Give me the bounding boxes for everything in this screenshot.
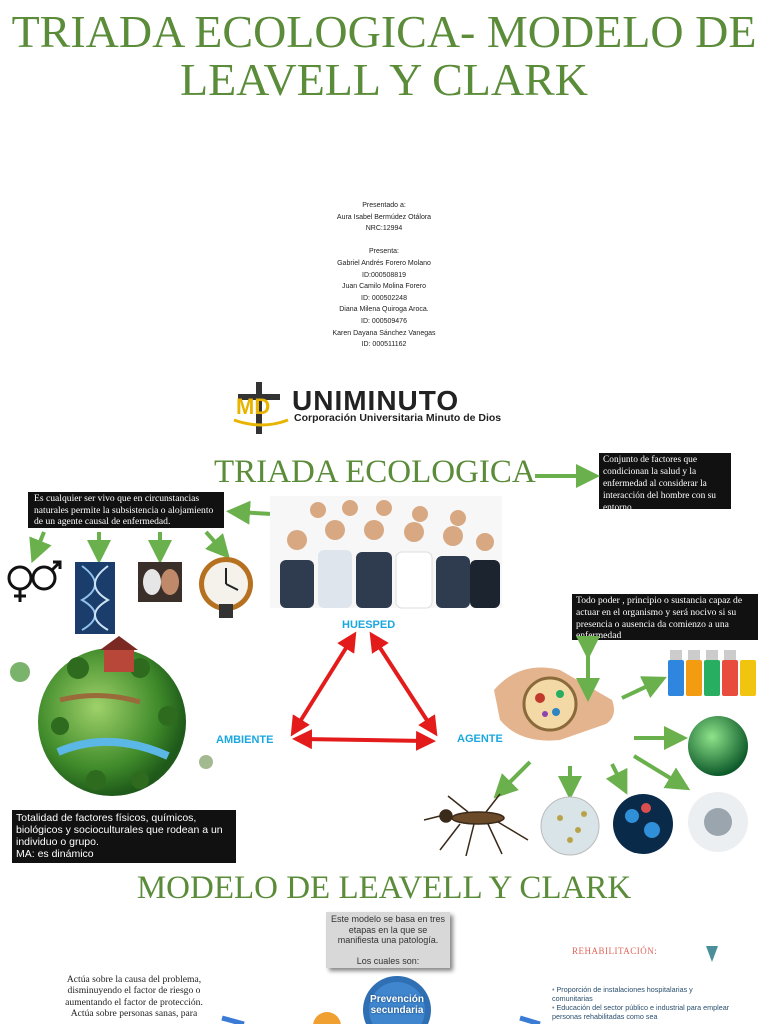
credit-line: Karen Dayana Sánchez Vanegas	[332, 329, 436, 337]
secondary-prevention-label: Prevención secundaria	[370, 994, 424, 1016]
people-group-image	[270, 496, 502, 609]
credits-block: Presentado a: Aura Isabel Bermúdez Otálo…	[284, 200, 484, 351]
credit-line: ID:000508819	[362, 271, 406, 279]
chemical-bottles-image	[668, 650, 756, 696]
credit-line: Diana Milena Quiroga Aroca.	[339, 306, 429, 314]
leavell-title: MODELO DE LEAVELL Y CLARK	[136, 870, 632, 906]
ecological-triangle	[290, 631, 438, 751]
uniminuto-logo: MD UNIMINUTO Corporación Universitaria M…	[233, 382, 501, 434]
credit-line: Presenta:	[369, 248, 399, 256]
gender-icon	[7, 560, 62, 602]
cells-image	[613, 794, 673, 854]
virus-image	[688, 792, 748, 852]
dna-image	[75, 562, 115, 634]
logo-initials: MD	[236, 394, 270, 419]
credit-line: ID: 000509476	[361, 317, 407, 325]
primary-prevention-text: Actúa sobre la causa del problema, dismi…	[65, 974, 203, 1020]
credit-line: Juan Camilo Molina Forero	[341, 283, 427, 291]
credit-line: Gabriel Andrés Forero Molano	[337, 259, 431, 267]
huesped-label: HUESPED	[342, 619, 396, 631]
prevention-badge	[363, 976, 431, 1024]
earth-globe-image	[10, 636, 213, 796]
ambiente-definition-box: Totalidad de factores físicos, químicos,…	[12, 810, 236, 863]
mosquito-image	[423, 793, 529, 857]
list-item: Educación del sector público e industria…	[552, 1003, 732, 1021]
model-text-2: Los cuales son:	[356, 955, 420, 966]
huesped-definition-box: Es cualquier ser vivo que en circunstanc…	[28, 492, 224, 528]
ambiente-label: AMBIENTE	[216, 734, 274, 746]
rehab-corner-marker	[706, 946, 718, 962]
page-title: TRIADA ECOLOGICA- MODELO DE LEAVELL Y CL…	[11, 6, 757, 105]
credit-line: Aura Isabel Bermúdez Otálora	[336, 213, 432, 221]
agente-definition-box: Todo poder , principio o sustancia capaz…	[572, 594, 758, 641]
agente-label: AGENTE	[457, 733, 503, 745]
gear-icon	[313, 1012, 341, 1024]
clock-icon	[199, 557, 253, 618]
logo-brand: UNIMINUTO	[292, 385, 459, 416]
credit-line: ID: 000502248	[361, 294, 407, 302]
triada-definition-box: Conjunto de factores que condicionan la …	[599, 453, 731, 513]
triada-title: TRIADA ECOLOGICA	[214, 454, 536, 490]
rehab-list: Proporción de instalaciones hospitalaria…	[552, 985, 732, 1021]
green-virus-image	[688, 716, 748, 776]
model-description-box: Este modelo se basa en tres etapas en la…	[326, 912, 450, 968]
list-item: Proporción de instalaciones hospitalaria…	[552, 985, 732, 1003]
ambiente-definition-text: Totalidad de factores físicos, químicos,…	[16, 812, 223, 848]
credit-line: Presentado a:	[362, 202, 406, 209]
hand-with-germs-image	[494, 667, 614, 741]
credit-line: NRC:12994	[365, 225, 403, 233]
model-text: Este modelo se basa en tres etapas en la…	[330, 914, 446, 945]
bacteria-image	[540, 796, 600, 856]
rehab-title: REHABILITACIÓN:	[572, 946, 658, 956]
faces-image	[138, 562, 182, 602]
arrow-to-huesped-def	[226, 500, 273, 525]
logo-subtitle: Corporación Universitaria Minuto de Dios	[294, 412, 501, 424]
credit-line: ID: 000511162	[361, 341, 407, 349]
ambiente-definition-note: MA: es dinámico	[16, 848, 94, 860]
